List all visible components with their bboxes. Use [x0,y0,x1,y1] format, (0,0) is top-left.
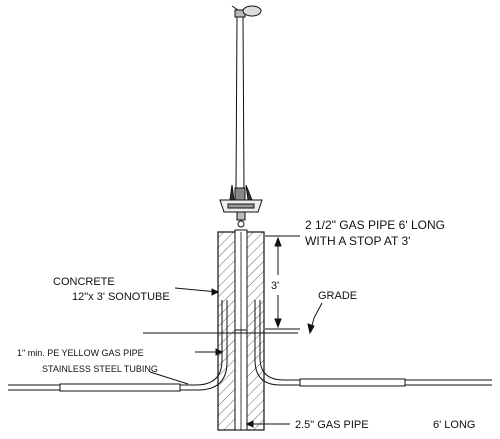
lamp-head [231,5,262,18]
label-bottom-pipe: 2.5" GAS PIPE [295,419,369,431]
dimension-3ft [265,235,300,330]
pole-fittings [219,184,263,228]
label-gas-pipe-line2: WITH A STOP AT 3' [305,234,410,248]
left-tubing [8,300,228,392]
label-concrete-line2: 12"x 3' SONOTUBE [72,291,170,303]
gas-pipe-vertical [234,229,248,431]
label-bottom-length: 6' LONG [433,419,475,431]
leader-lines [149,287,323,428]
label-gas-pipe-line1: 2 1/2" GAS PIPE 6' LONG [305,218,445,232]
right-tubing [254,300,492,387]
label-stainless: STAINLESS STEEL TUBING [42,364,158,374]
label-dimension-3ft: 3' [271,280,279,292]
label-grade: GRADE [318,290,357,302]
label-pe-pipe: 1" min. PE YELLOW GAS PIPE [17,348,144,358]
label-concrete-line1: CONCRETE [53,276,115,288]
pole [235,16,245,191]
